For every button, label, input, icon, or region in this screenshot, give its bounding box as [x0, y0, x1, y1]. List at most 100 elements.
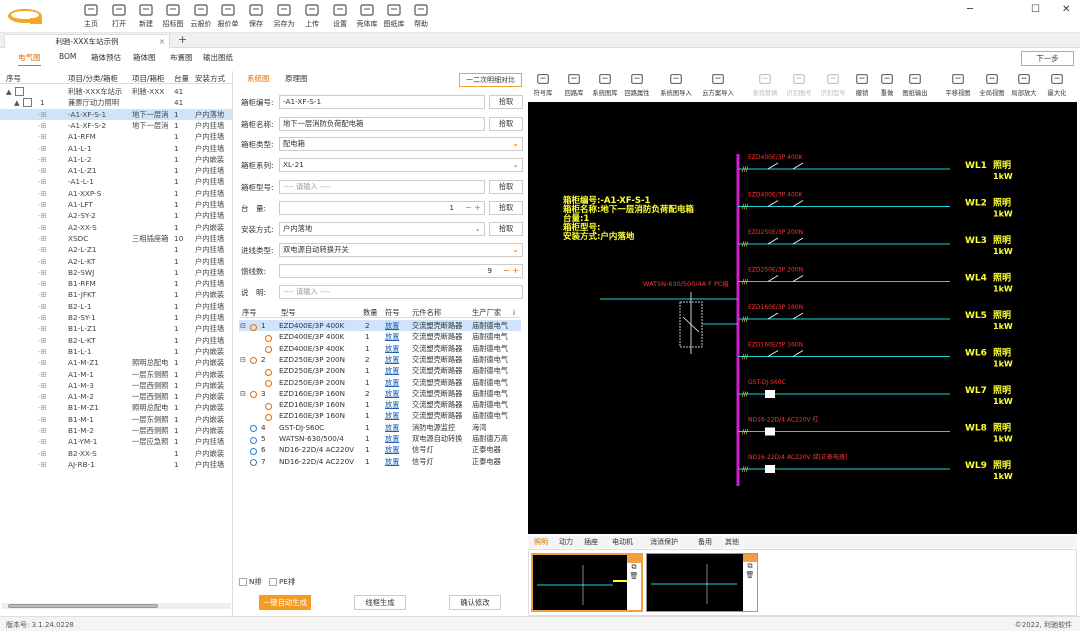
circuit-tab[interactable]: 备用 — [698, 538, 712, 546]
toolbar-new-file-button[interactable]: 新建 — [133, 2, 159, 32]
maximize-button[interactable]: 最大化 — [1042, 71, 1072, 97]
expand-icon[interactable]: ▲ — [6, 87, 12, 96]
close-tab-icon[interactable]: × — [158, 37, 165, 46]
place-symbol-link[interactable]: 放置 — [385, 445, 400, 455]
place-symbol-link[interactable]: 放置 — [385, 422, 400, 432]
toolbar-home-button[interactable]: 主页 — [78, 2, 104, 32]
place-symbol-link[interactable]: 放置 — [385, 354, 400, 364]
place-symbol-link[interactable]: 放置 — [385, 400, 400, 410]
pick-button[interactable]: 拾取 — [489, 180, 523, 194]
collapse-icon[interactable]: ⊟ — [240, 388, 247, 398]
delete-icon[interactable]: 🗑 — [629, 572, 639, 580]
maximize-button[interactable]: ☐ — [1031, 4, 1040, 15]
tab-bom[interactable]: BOM — [59, 52, 77, 61]
toolbar-save-button[interactable]: 保存 — [243, 2, 269, 32]
toolbar-help-button[interactable]: 帮助 — [408, 2, 434, 32]
field-input[interactable]: 地下一层消防负荷配电箱 — [279, 117, 485, 131]
import-button[interactable]: 系统图导入 — [656, 71, 696, 97]
minimize-button[interactable]: ─ — [967, 4, 974, 15]
symbol-library-button[interactable]: 符号库 — [528, 71, 558, 97]
pe-bar-checkbox-box[interactable] — [269, 578, 277, 586]
circuit-property-button[interactable]: 回路属性 — [622, 71, 652, 97]
field-input[interactable]: 配电箱⌄ — [279, 137, 523, 151]
field-input[interactable]: 双电源自动转换开关⌄ — [279, 243, 523, 257]
collapse-icon[interactable]: ⊟ — [240, 354, 247, 364]
toolbar-save-as-button[interactable]: 另存为 — [271, 2, 297, 32]
collapse-icon[interactable]: ⊟ — [240, 321, 247, 330]
circuit-tab[interactable]: 消消保护 — [650, 538, 678, 546]
cloud-import-button[interactable]: 云方案导入 — [698, 71, 738, 97]
circuit-tab[interactable]: 动力 — [559, 538, 573, 546]
toolbar-gear-button[interactable]: 设置 — [327, 2, 353, 32]
undo-button[interactable]: 撤销 — [847, 71, 877, 97]
field-input[interactable]: -A1-XF-S-1 — [279, 95, 485, 109]
document-tab[interactable]: 利驰-XXX车站示例× — [4, 34, 170, 48]
circuit-library-button[interactable]: 回路库 — [559, 71, 589, 97]
compare-details-button[interactable]: 一二次明细对比 — [459, 73, 522, 87]
redo-button[interactable]: 重做 — [872, 71, 902, 97]
zoom-all-button[interactable]: 全局视图 — [977, 71, 1007, 97]
toolbar-upload-button[interactable]: 上传 — [299, 2, 325, 32]
place-symbol-link[interactable]: 放置 — [385, 456, 400, 466]
stepper-icons[interactable]: − + — [465, 203, 481, 212]
circuit-tab[interactable]: 电动机 — [612, 538, 633, 546]
stepper-icons[interactable]: − + — [503, 266, 519, 275]
thumbnail-2[interactable]: ⧉🗑 — [646, 553, 758, 612]
print-button[interactable]: 图纸输出 — [900, 71, 930, 97]
tab-layout[interactable]: 布置图 — [170, 53, 193, 62]
confirm-edit-button[interactable]: 确认修改 — [449, 595, 501, 610]
thumbnail-1[interactable]: ⧉🗑 — [531, 553, 643, 612]
place-symbol-link[interactable]: 放置 — [385, 411, 400, 421]
tab-output-drawing[interactable]: 输出图纸 — [203, 53, 233, 62]
field-input[interactable]: 9− + — [279, 264, 523, 278]
horizontal-scrollbar[interactable] — [2, 603, 231, 609]
auto-generate-button[interactable]: 一键自动生成 — [259, 595, 311, 610]
tab-system-diagram[interactable]: 系统图 — [247, 74, 270, 83]
system-library-button[interactable]: 系统图库 — [590, 71, 620, 97]
tab-electrical-diagram[interactable]: 电气图 — [18, 52, 41, 66]
add-tab-button[interactable]: + — [178, 33, 188, 46]
toolbar-cloud-quote-button[interactable]: 云报价 — [188, 2, 214, 32]
place-symbol-link[interactable]: 放置 — [385, 343, 400, 353]
toolbar-drawing-library-button[interactable]: 图纸库 — [381, 2, 407, 32]
delete-icon[interactable]: 🗑 — [745, 571, 755, 579]
circuit-tab[interactable]: 插座 — [584, 538, 598, 546]
tab-box-estimate[interactable]: 箱体预估 — [91, 53, 121, 62]
place-symbol-link[interactable]: 放置 — [385, 388, 400, 398]
pe-bar-checkbox[interactable]: PE排 — [269, 577, 295, 587]
field-input[interactable]: 1− + — [279, 201, 485, 215]
field-input[interactable]: 户内落地⌄ — [279, 222, 485, 236]
copy-icon[interactable]: ⧉ — [631, 563, 637, 571]
field-input[interactable]: XL-21⌄ — [279, 158, 523, 172]
place-symbol-link[interactable]: 放置 — [385, 321, 400, 330]
